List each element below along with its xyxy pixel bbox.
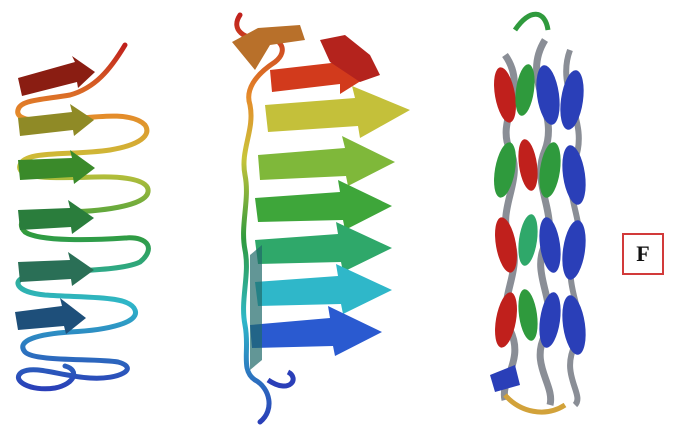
twist-segment	[515, 213, 540, 267]
strand-arrow	[255, 222, 392, 272]
strand-arrow	[15, 298, 86, 334]
strand-arrow	[18, 104, 94, 136]
strand-arrow	[265, 86, 410, 138]
strand-arrow	[258, 136, 395, 186]
panel-label: F	[622, 233, 664, 275]
strand-arrow	[250, 306, 382, 356]
middle-structure	[232, 15, 410, 422]
right-structure	[490, 14, 589, 412]
twist-segment	[515, 288, 540, 342]
strand-arrow	[18, 252, 94, 286]
strand-arrow	[18, 200, 94, 234]
twist-segment	[557, 69, 587, 131]
strand-arrow	[255, 264, 392, 314]
twist-segment	[559, 219, 589, 281]
twist-segment	[559, 294, 589, 356]
twist-segment	[559, 144, 589, 206]
strand-arrow	[255, 180, 392, 230]
left-structure	[15, 45, 148, 389]
twist-segment	[515, 138, 540, 192]
